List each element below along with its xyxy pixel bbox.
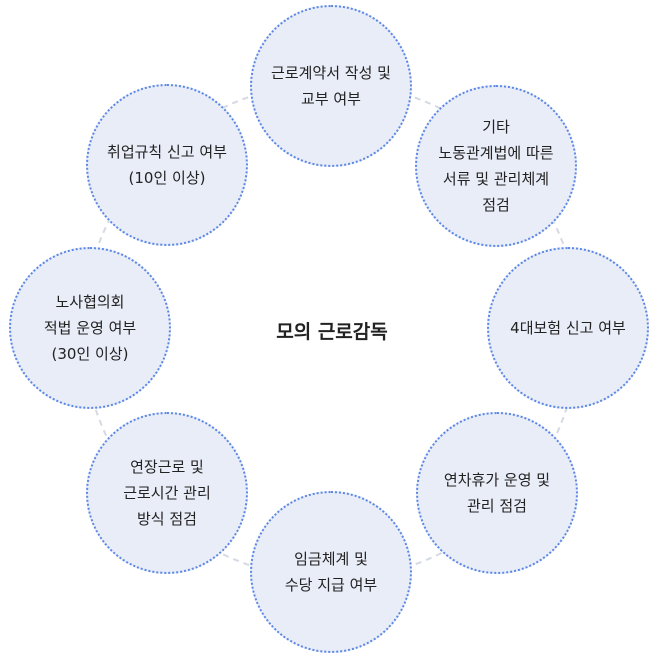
node-overtime: 연장근로 및 근로시간 관리 방식 점검 xyxy=(86,412,248,574)
node-other-labor-law: 기타 노동관계법에 따른 서류 및 관리체계 점검 xyxy=(415,85,577,247)
node-label: 임금체계 및 수당 지급 여부 xyxy=(284,550,378,594)
node-label: 4대보험 신고 여부 xyxy=(510,319,626,337)
node-labor-council: 노사협의회 적법 운영 여부 (30인 이상) xyxy=(9,247,171,409)
node-work-rules: 취업규칙 신고 여부 (10인 이상) xyxy=(86,84,248,246)
node-label: 노사협의회 적법 운영 여부 (30인 이상) xyxy=(43,293,137,363)
node-annual-leave: 연차휴가 운영 및 관리 점검 xyxy=(416,412,578,574)
node-label: 근로계약서 작성 및 교부 여부 xyxy=(271,64,391,108)
node-label: 취업규칙 신고 여부 (10인 이상) xyxy=(107,143,227,187)
node-insurance: 4대보험 신고 여부 xyxy=(487,247,649,409)
node-contract: 근로계약서 작성 및 교부 여부 xyxy=(250,5,412,167)
node-label: 기타 노동관계법에 따른 서류 및 관리체계 점검 xyxy=(438,118,554,214)
center-title: 모의 근로감독 xyxy=(276,321,388,343)
node-wage: 임금체계 및 수당 지급 여부 xyxy=(250,491,412,653)
node-label: 연차휴가 운영 및 관리 점검 xyxy=(443,471,551,515)
node-label: 연장근로 및 근로시간 관리 방식 점검 xyxy=(123,458,211,528)
